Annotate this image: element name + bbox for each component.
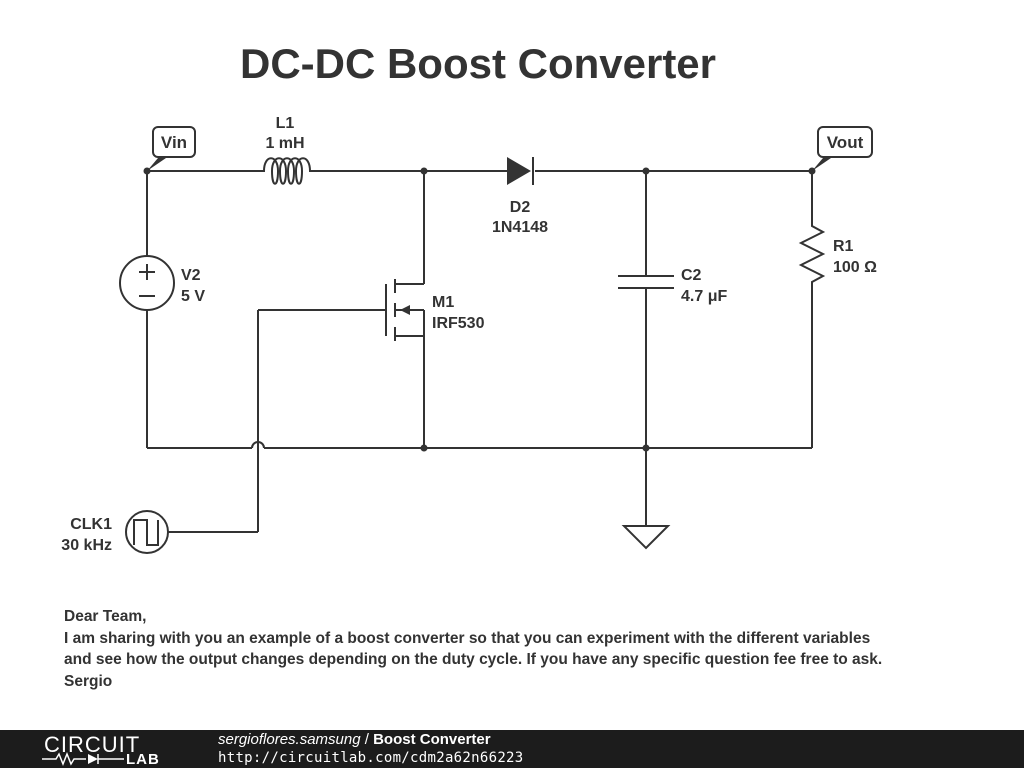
vout-label: Vout [827, 133, 864, 152]
D2-value: 1N4148 [492, 219, 548, 236]
note-line: Sergio [64, 672, 113, 690]
vout-tag[interactable]: Vout [812, 126, 873, 171]
wires [146, 170, 813, 533]
capacitor-C2[interactable]: C2 4.7 μF [618, 267, 727, 305]
mosfet-M1[interactable]: M1 IRF530 [385, 279, 485, 341]
V2-value: 5 V [181, 288, 205, 305]
logo-text-top: CIRCUIT [44, 732, 141, 757]
note-line: Dear Team, [64, 608, 147, 625]
CLK1-value: 30 kHz [61, 537, 112, 554]
author-link[interactable]: sergioflores.samsung [218, 731, 361, 748]
L1-value: 1 mH [265, 135, 304, 152]
circuit-title-link[interactable]: Boost Converter [373, 731, 491, 748]
circuitlab-logo[interactable]: CIRCUIT LAB [40, 732, 180, 768]
schematic-canvas: DC-DC Boost Converter [61, 40, 877, 554]
vin-label: Vin [161, 133, 187, 152]
note-line: I am sharing with you an example of a bo… [64, 629, 871, 647]
clock-source-CLK1[interactable]: CLK1 30 kHz [61, 510, 169, 554]
square-wave-icon [133, 519, 159, 546]
footer-info: sergioflores.samsung / Boost Converter h… [218, 731, 524, 767]
description-note: Dear Team, I am sharing with you an exam… [64, 606, 1004, 692]
V2-ref: V2 [181, 267, 201, 284]
L1-ref: L1 [276, 115, 295, 132]
CLK1-ref: CLK1 [70, 516, 112, 533]
diode-D2[interactable]: D2 1N4148 [492, 157, 548, 236]
voltage-source-V2[interactable]: V2 5 V [119, 255, 205, 311]
path-separator: / [360, 731, 374, 748]
C2-ref: C2 [681, 267, 702, 284]
M1-value: IRF530 [432, 315, 485, 332]
R1-ref: R1 [833, 238, 854, 255]
note-line: and see how the output changes depending… [64, 651, 883, 668]
R1-value: 100 Ω [833, 259, 877, 276]
M1-ref: M1 [432, 294, 454, 311]
junction-dots [143, 167, 816, 452]
D2-ref: D2 [510, 199, 531, 216]
logo-waveform-icon [42, 752, 124, 766]
vin-tag[interactable]: Vin [147, 126, 196, 171]
logo-text-bottom: LAB [126, 751, 160, 768]
C2-value: 4.7 μF [681, 288, 727, 305]
page-title: DC-DC Boost Converter [240, 40, 716, 87]
resistor-R1[interactable]: R1 100 Ω [798, 220, 877, 288]
footer-bar: CIRCUIT LAB sergioflores.samsung / Boost… [0, 730, 1024, 768]
inductor-L1[interactable]: L1 1 mH [250, 115, 320, 185]
circuit-url[interactable]: http://circuitlab.com/cdm2a62n66223 [218, 750, 524, 766]
ground-symbol [621, 525, 671, 550]
